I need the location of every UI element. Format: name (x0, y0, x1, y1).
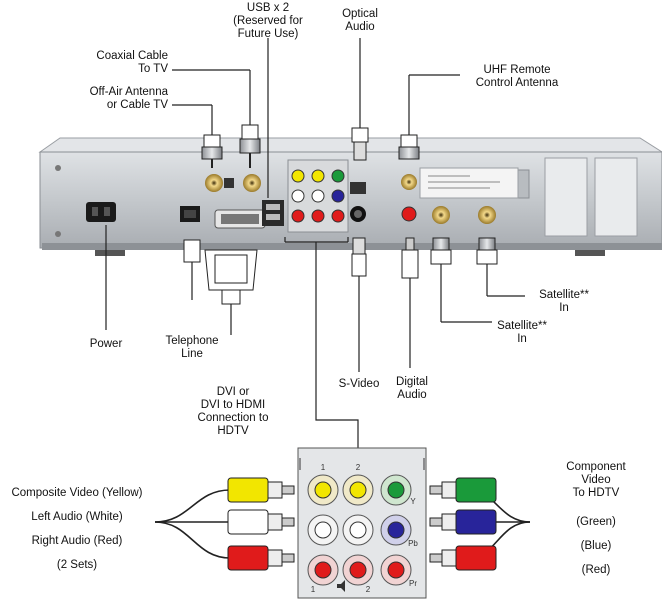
component-colors-label: (Green)(Blue)(Red) (576, 516, 616, 576)
satellite-plug-1 (430, 237, 492, 323)
optical-port (350, 182, 366, 194)
satellite-connectors (432, 206, 496, 224)
receiver-back-panel (38, 137, 662, 256)
s-video-label: S-Video (338, 378, 380, 390)
coax-connectors (205, 174, 261, 192)
av-jack-block (287, 159, 349, 233)
panel-label: 1 (321, 463, 326, 472)
panel-label: Y (410, 497, 416, 506)
satellite-in-label-1: Satellite**In (539, 289, 589, 314)
panel-label: Pb (408, 539, 418, 548)
av-panel-detail: 1 2 Y Pb Pr 1 2 (297, 447, 427, 599)
satellite-plug-2 (476, 237, 525, 297)
panel-label: 1 (311, 585, 316, 594)
svideo-port (350, 206, 366, 222)
leader-lines (105, 38, 460, 448)
digital-audio-port (401, 206, 417, 222)
chassis-foot-left (95, 250, 125, 256)
optical-plug (351, 38, 369, 161)
telephone-jack (180, 206, 200, 222)
chassis-foot-right (575, 250, 605, 256)
composite-plugs (154, 477, 295, 571)
panel-label: 2 (356, 463, 361, 472)
digital-audio-plug (401, 237, 419, 368)
uhf-connector (401, 174, 417, 190)
satellite-in-label-2: Satellite**In (497, 320, 547, 345)
antenna-coax-plug (201, 105, 223, 168)
dvi-port (214, 209, 266, 229)
panel-label: Pr (409, 579, 417, 588)
usb-ports (262, 200, 284, 226)
power-label: Power (89, 338, 123, 350)
speaker-icon (337, 580, 345, 592)
component-plugs (429, 477, 531, 571)
power-socket (86, 202, 116, 222)
dvi-plug (204, 249, 258, 335)
uhf-antenna-plug (398, 75, 420, 160)
coax-to-tv-plug (239, 70, 261, 168)
panel-label: 2 (366, 585, 371, 594)
telephone-plug (183, 239, 201, 300)
svideo-plug (351, 237, 367, 372)
composite-label: Composite Video (Yellow)Left Audio (Whit… (11, 487, 143, 571)
